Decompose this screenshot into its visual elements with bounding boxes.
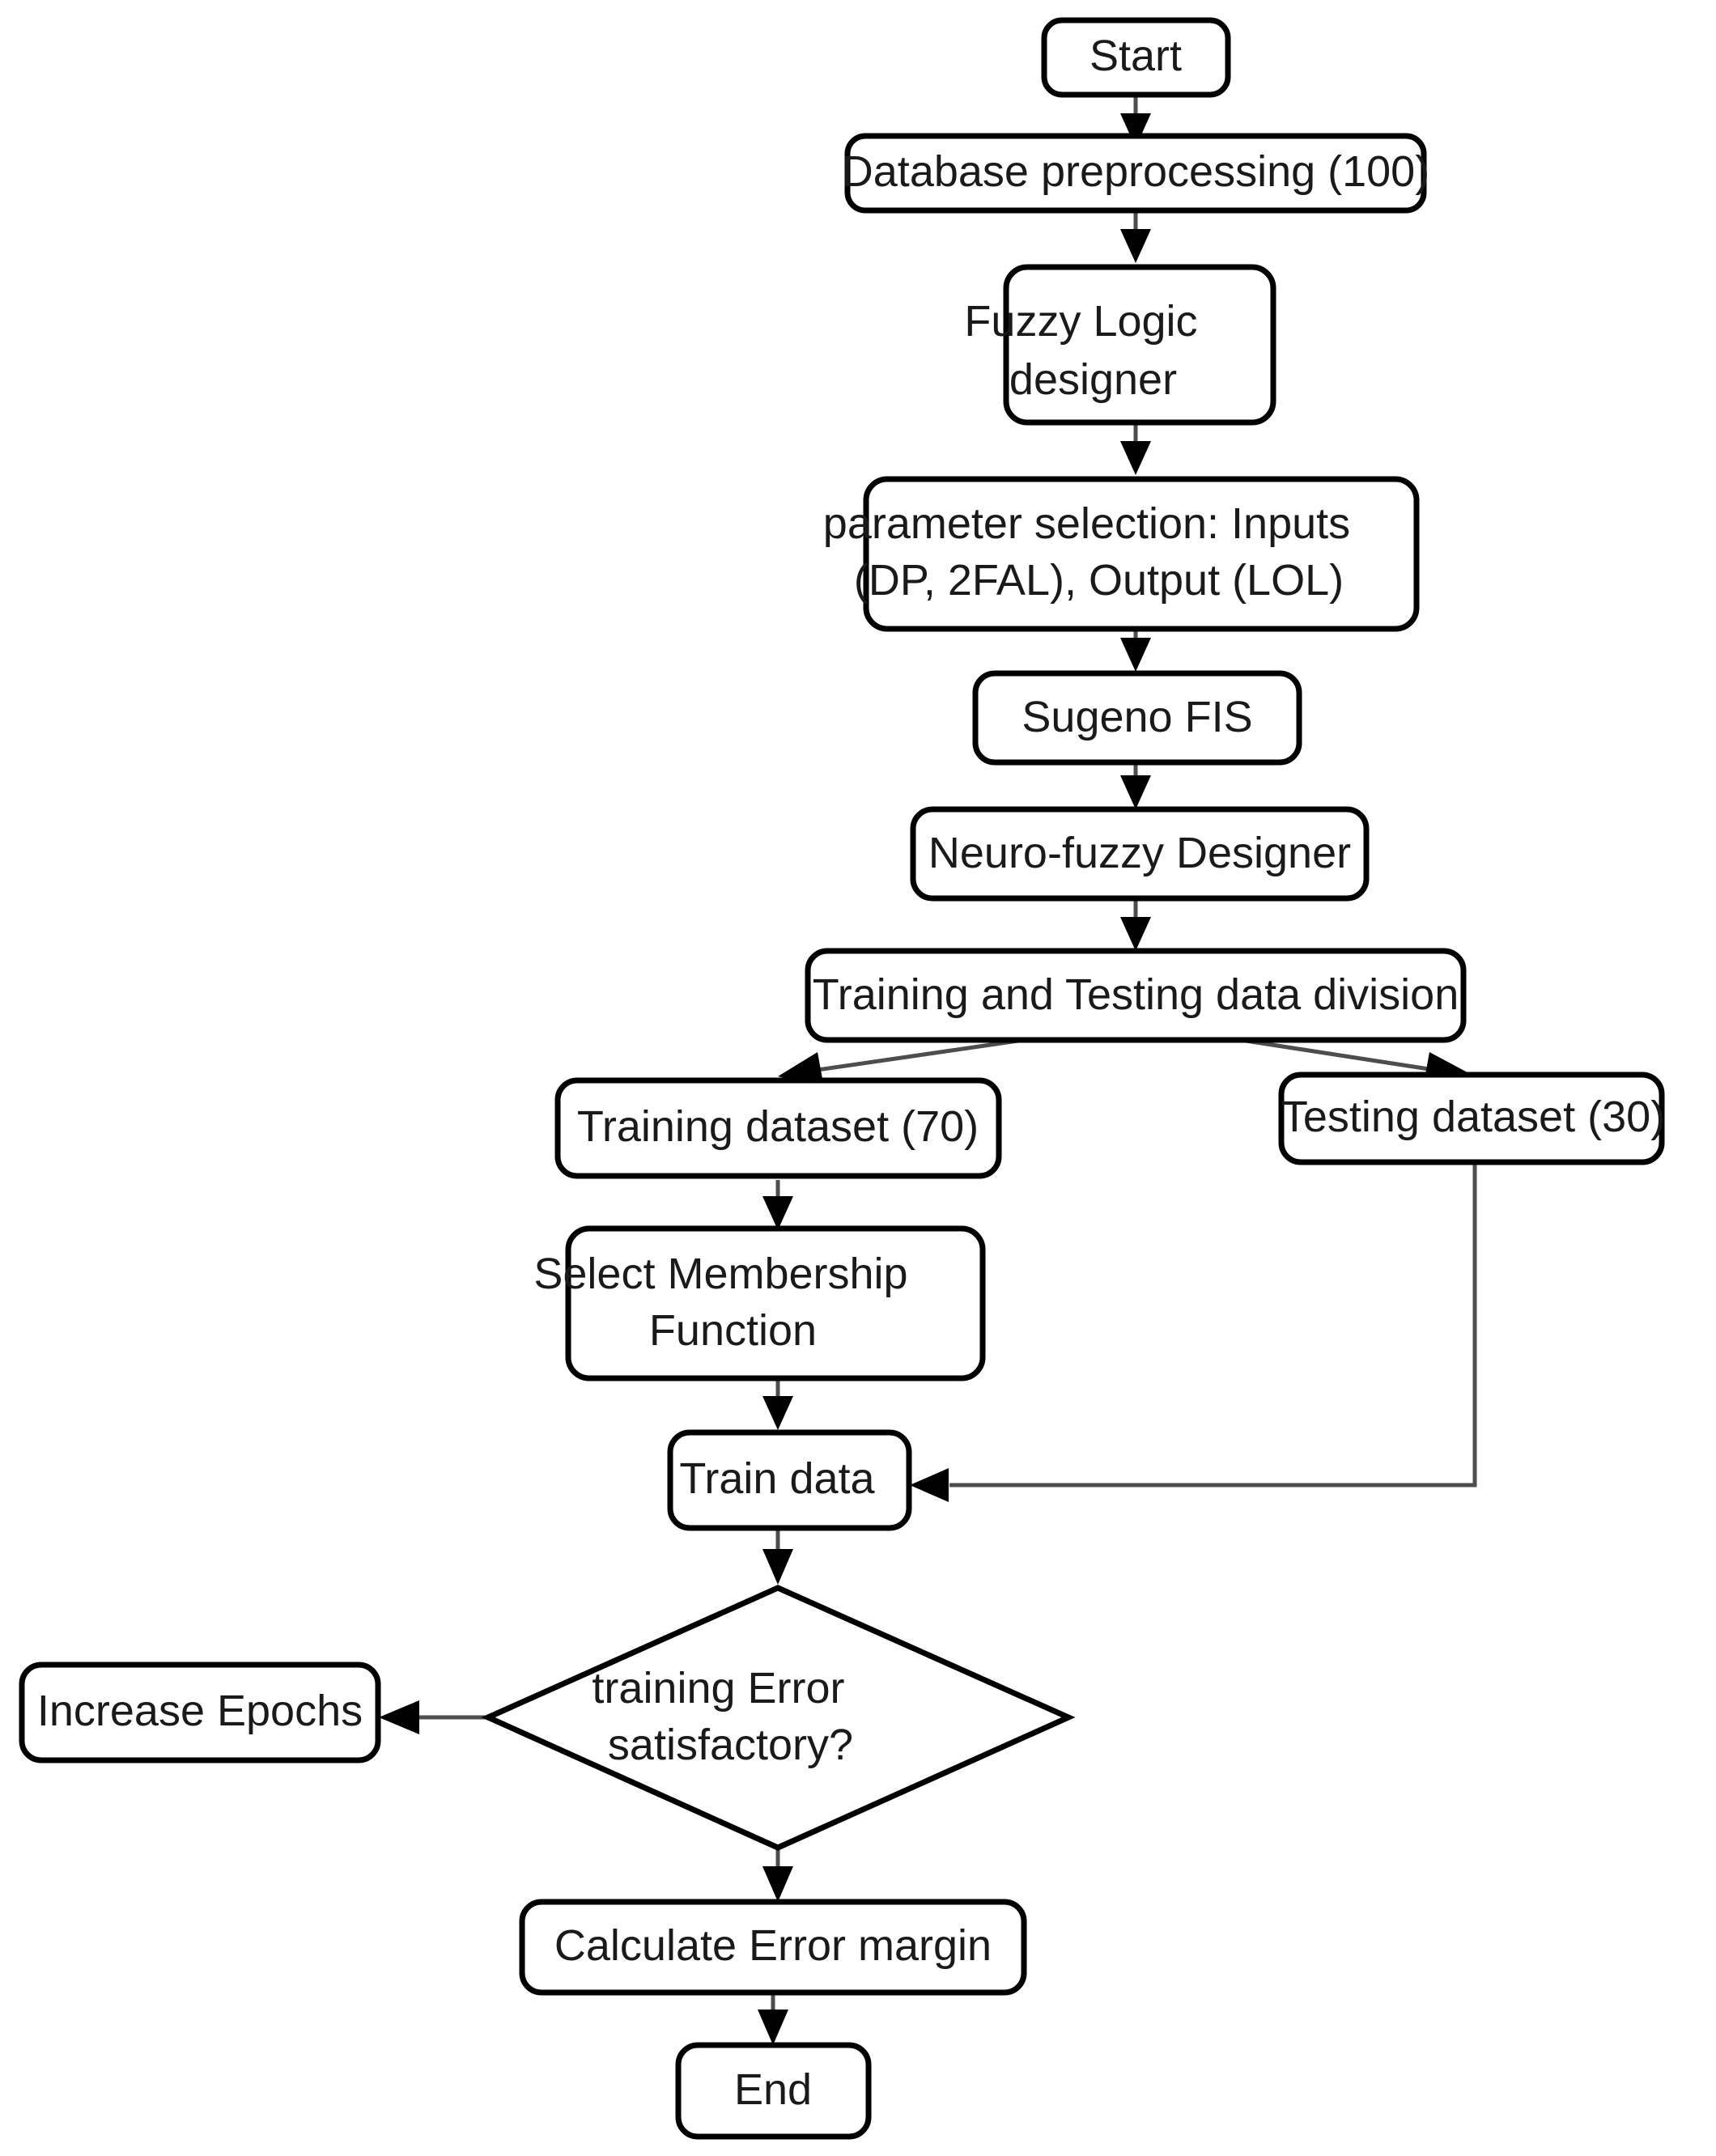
- edge-testset-to-traindata: [910, 1161, 1477, 1502]
- edge-decision-to-errormargin: [762, 1848, 793, 1902]
- node-start[interactable]: Start: [1041, 17, 1231, 98]
- edge-fuzzy-to-params: [1120, 421, 1151, 475]
- node-fuzzy-logic-designer-label: Fuzzy Logic designer: [964, 297, 1306, 404]
- node-data-division-shape[interactable]: [805, 948, 1467, 1043]
- edge-errormargin-to-end: [758, 1993, 788, 2045]
- node-select-membership-function-shape[interactable]: [565, 1225, 986, 1381]
- node-parameter-selection-shape[interactable]: [863, 476, 1420, 632]
- node-fuzzy-logic-designer[interactable]: Fuzzy Logic designer: [964, 264, 1306, 426]
- edge-membership-to-traindata: [762, 1376, 793, 1430]
- node-start-shape[interactable]: [1041, 17, 1231, 98]
- edge-params-to-sugeno: [1120, 627, 1151, 672]
- node-training-dataset-label: Training dataset (70): [577, 1102, 979, 1151]
- edge-traindata-to-decision: [762, 1528, 793, 1585]
- node-select-membership-function[interactable]: Select Membership Function: [533, 1225, 1017, 1381]
- node-calculate-error-margin-label: Calculate Error margin: [554, 1921, 992, 1970]
- edge-sugeno-to-neurofuzzy: [1120, 761, 1151, 809]
- node-preprocess-shape[interactable]: [844, 133, 1427, 214]
- node-increase-epochs-shape[interactable]: [19, 1662, 381, 1763]
- node-layer: Start Database preprocessing (100) Fuzzy…: [19, 17, 1665, 2140]
- node-preprocess-label: Database preprocessing (100): [842, 147, 1429, 196]
- node-training-error-decision-shape[interactable]: [481, 1585, 1076, 1851]
- node-end-label: End: [734, 2065, 812, 2114]
- node-calculate-error-margin[interactable]: Calculate Error margin: [519, 1899, 1027, 1996]
- node-train-data-shape[interactable]: [667, 1429, 912, 1531]
- node-neuro-fuzzy-designer[interactable]: Neuro-fuzzy Designer: [910, 806, 1370, 902]
- edge-start-to-preprocess: [1120, 93, 1151, 147]
- node-training-dataset[interactable]: Training dataset (70): [554, 1077, 1002, 1179]
- node-training-error-decision[interactable]: training Error satisfactory?: [481, 1585, 1076, 1851]
- node-sugeno-fis[interactable]: Sugeno FIS: [972, 670, 1302, 766]
- node-end[interactable]: End: [675, 2042, 872, 2140]
- node-testing-dataset-shape[interactable]: [1278, 1072, 1665, 1165]
- node-testing-dataset[interactable]: Testing dataset (30): [1278, 1072, 1665, 1165]
- node-neuro-fuzzy-designer-shape[interactable]: [910, 806, 1370, 902]
- node-fuzzy-logic-designer-shape[interactable]: [1003, 264, 1276, 426]
- node-sugeno-fis-shape[interactable]: [972, 670, 1302, 766]
- edge-trainset-to-membership: [762, 1180, 793, 1230]
- node-data-division[interactable]: Training and Testing data division: [805, 948, 1467, 1043]
- node-data-division-label: Training and Testing data division: [813, 970, 1459, 1019]
- node-sugeno-fis-label: Sugeno FIS: [1022, 693, 1252, 741]
- node-train-data-label: Train data: [679, 1454, 875, 1503]
- node-end-shape[interactable]: [675, 2042, 872, 2140]
- node-increase-epochs-label: Increase Epochs: [37, 1687, 363, 1735]
- node-start-label: Start: [1089, 32, 1182, 80]
- node-train-data[interactable]: Train data: [667, 1429, 912, 1531]
- node-select-membership-function-label: Select Membership Function: [533, 1250, 1017, 1355]
- node-increase-epochs[interactable]: Increase Epochs: [19, 1662, 381, 1763]
- node-calculate-error-margin-shape[interactable]: [519, 1899, 1027, 1996]
- node-testing-dataset-label: Testing dataset (30): [1281, 1093, 1665, 1141]
- node-parameter-selection[interactable]: parameter selection: Inputs (DP, 2FAL), …: [823, 476, 1459, 632]
- node-parameter-selection-label: parameter selection: Inputs (DP, 2FAL), …: [823, 499, 1459, 605]
- node-neuro-fuzzy-designer-label: Neuro-fuzzy Designer: [928, 829, 1351, 877]
- node-training-error-decision-label: training Error satisfactory?: [592, 1664, 954, 1769]
- edge-decision-to-epochs: [379, 1700, 488, 1734]
- node-preprocess[interactable]: Database preprocessing (100): [842, 133, 1429, 214]
- edge-preprocess-to-fuzzy: [1120, 209, 1151, 263]
- edge-neurofuzzy-to-division: [1120, 898, 1151, 951]
- node-training-dataset-shape[interactable]: [554, 1077, 1002, 1179]
